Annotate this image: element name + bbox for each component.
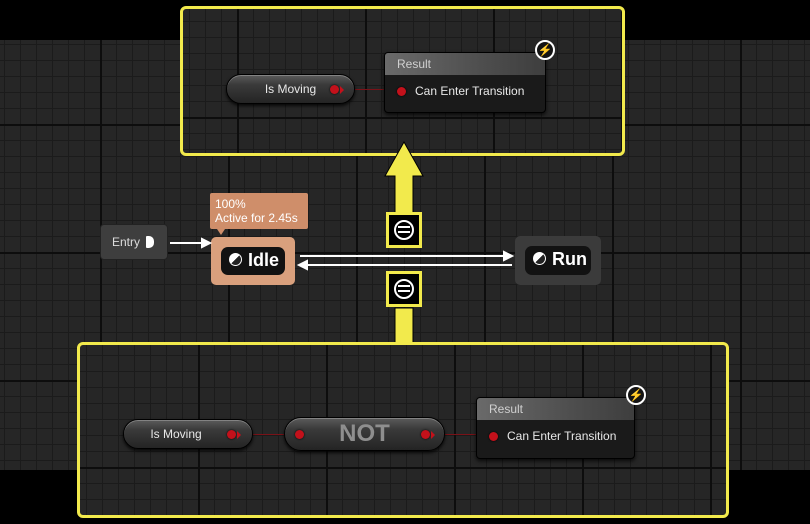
result-node-header: Result <box>477 398 634 420</box>
not-output-arrow <box>431 431 435 439</box>
can-enter-transition-label: Can Enter Transition <box>507 429 617 443</box>
run-to-idle-arrowhead <box>296 259 308 271</box>
is-moving-label: Is Moving <box>264 82 317 96</box>
wire-is-moving-to-result <box>337 89 399 90</box>
result-node[interactable]: Result Can Enter Transition <box>476 397 635 459</box>
state-name-idle: Idle <box>248 250 280 270</box>
result-node[interactable]: Result Can Enter Transition <box>384 52 546 113</box>
wire-is-moving-to-not <box>238 434 292 435</box>
entry-node[interactable]: Entry <box>100 224 168 260</box>
not-node[interactable]: NOT <box>284 417 445 451</box>
entry-output-pin[interactable] <box>146 236 154 248</box>
entry-to-idle-arrowhead <box>201 237 213 249</box>
transition-rule-icon-idle-to-run[interactable] <box>386 271 422 307</box>
wire-not-to-result <box>428 434 488 435</box>
tooltip-pointer <box>217 229 225 235</box>
idle-to-run-arrowhead <box>503 250 515 262</box>
can-enter-transition-label: Can Enter Transition <box>415 84 525 98</box>
transition-rule-icon-run-to-idle[interactable] <box>386 212 422 248</box>
state-machine-icon <box>229 253 242 266</box>
callout-arrow-up <box>384 140 424 214</box>
is-moving-output-arrow <box>340 86 344 94</box>
lightning-bolt-icon: ⚡ <box>535 40 555 60</box>
tooltip-active-for: Active for 2.45s <box>215 211 298 225</box>
is-moving-node[interactable]: Is Moving <box>226 74 355 104</box>
can-enter-transition-pin[interactable] <box>397 87 406 96</box>
not-output-pin[interactable] <box>421 430 430 439</box>
is-moving-output-arrow <box>237 431 241 439</box>
is-moving-label: Is Moving <box>150 427 202 441</box>
is-moving-output-pin[interactable] <box>227 430 236 439</box>
state-name-run: Run <box>552 249 587 269</box>
entry-label: Entry <box>112 235 141 249</box>
lightning-bolt-icon: ⚡ <box>626 385 646 405</box>
tooltip-percent: 100% <box>215 197 246 211</box>
result-node-header: Result <box>385 53 545 75</box>
is-moving-output-pin[interactable] <box>330 85 339 94</box>
state-machine-icon <box>533 252 546 265</box>
is-moving-node[interactable]: Is Moving <box>123 419 253 449</box>
active-state-tooltip: 100% Active for 2.45s <box>210 193 308 229</box>
not-label: NOT <box>339 420 390 447</box>
can-enter-transition-pin[interactable] <box>489 432 498 441</box>
state-node-run[interactable]: Run <box>515 236 601 285</box>
state-node-idle[interactable]: Idle <box>211 237 295 285</box>
not-input-pin[interactable] <box>295 430 304 439</box>
